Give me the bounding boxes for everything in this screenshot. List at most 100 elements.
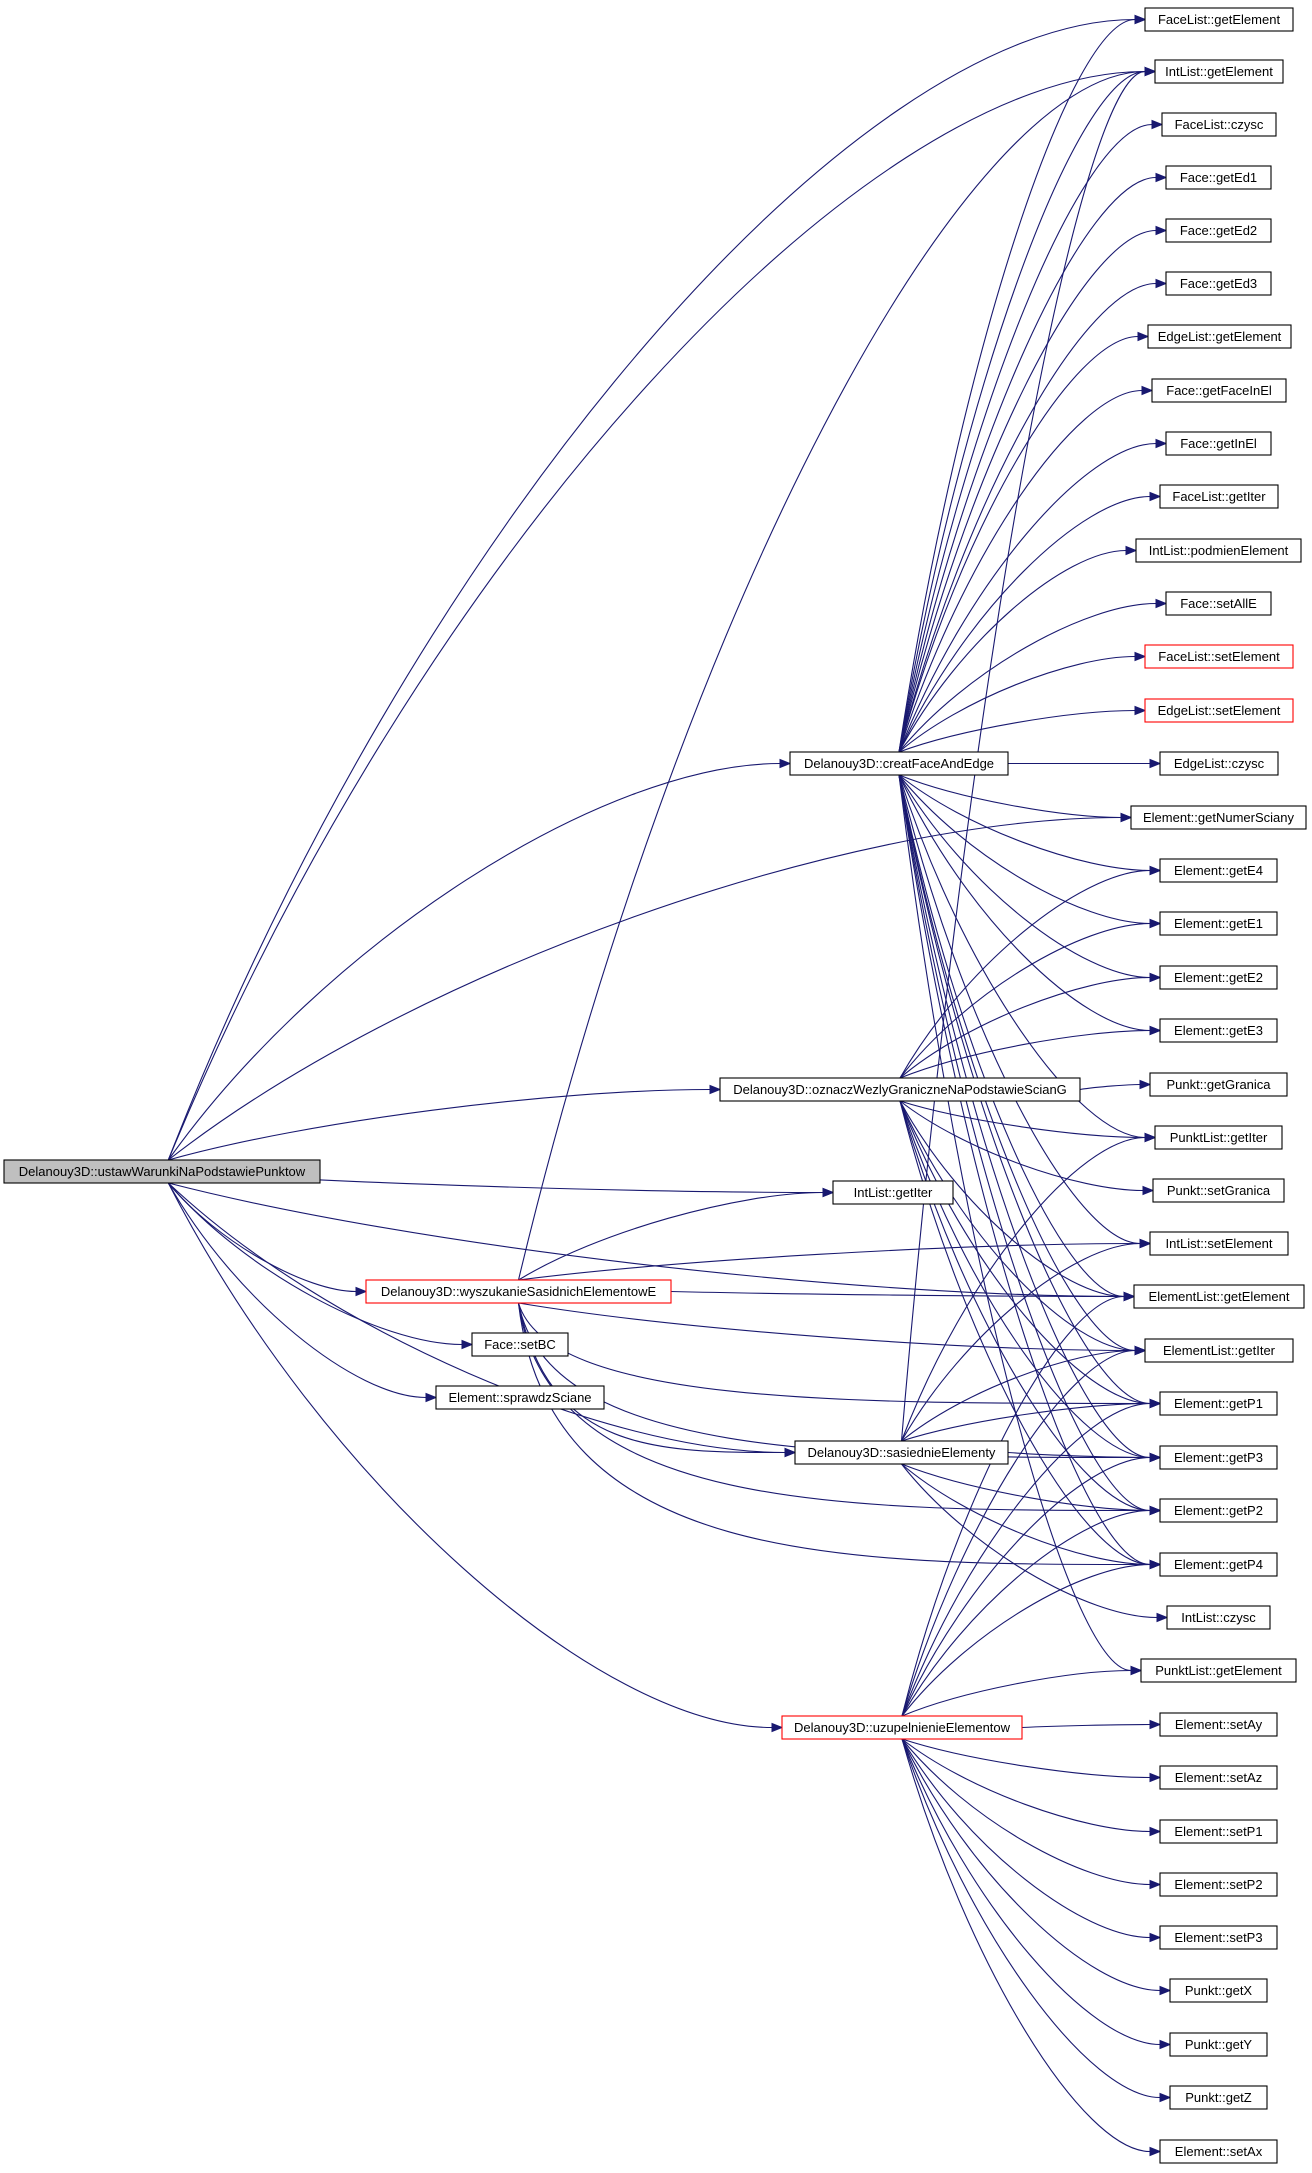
node-box-punkt_setgranica: [1152, 1178, 1285, 1203]
node-box-punkt_getz: [1169, 2085, 1268, 2110]
edge-sasiednie-to-elem_getp3: [1007, 1451, 1151, 1459]
node-elementlist_getiter[interactable]: ElementList::getIter: [1144, 1338, 1294, 1363]
node-elementlist_getelement[interactable]: ElementList::getElement: [1133, 1284, 1305, 1309]
node-box-elem_setaz: [1159, 1765, 1278, 1790]
node-intlist_getelement[interactable]: IntList::getElement: [1154, 59, 1284, 84]
arrowhead-wyszuk-to-sasiednie: [784, 1447, 797, 1458]
arrowhead-uzupel-to-elementlist_getiter: [1134, 1345, 1147, 1356]
node-punktlist_getelement[interactable]: PunktList::getElement: [1140, 1658, 1297, 1683]
node-punkt_setgranica[interactable]: Punkt::setGranica: [1152, 1178, 1285, 1203]
arrowhead-sasiednie-to-intlist_setelement: [1139, 1238, 1152, 1249]
arrowhead-creat-to-face_getfaceinel: [1141, 385, 1154, 396]
arrowhead-oznacz-to-elem_gete3: [1149, 1025, 1162, 1036]
edge-creat-to-elem_gete3: [898, 774, 1151, 1032]
arrowhead-creat-to-face_setalle: [1155, 598, 1168, 609]
node-elem_setaz[interactable]: Element::setAz: [1159, 1765, 1278, 1790]
edge-uzupel-to-elementlist_getiter: [901, 1349, 1136, 1717]
node-box-elem_setay: [1159, 1712, 1278, 1737]
node-box-elem_gete1: [1159, 911, 1278, 936]
edge-creat-to-face_geted3: [898, 282, 1157, 753]
edge-creat-to-elem_getp2: [898, 774, 1151, 1512]
node-facelist_getiter[interactable]: FaceList::getIter: [1159, 484, 1279, 509]
node-elem_sprawdz[interactable]: Element::sprawdzSciane: [435, 1385, 605, 1410]
edge-uzupel-to-elem_getp2: [901, 1509, 1151, 1717]
arrowhead-root-to-elem_sprawdz: [425, 1392, 438, 1403]
node-facelist_setelement[interactable]: FaceList::setElement: [1144, 644, 1294, 669]
node-elem_setp2[interactable]: Element::setP2: [1159, 1872, 1278, 1897]
node-face_getfaceinel[interactable]: Face::getFaceInEl: [1151, 378, 1287, 403]
node-face_geted3[interactable]: Face::getEd3: [1165, 271, 1272, 296]
node-uzupel[interactable]: Delanouy3D::uzupelnienieElementow: [781, 1715, 1023, 1740]
node-box-elem_gete3: [1159, 1018, 1278, 1043]
node-box-face_setbc: [471, 1332, 569, 1357]
edge-wyszuk-to-sasiednie: [517, 1302, 786, 1454]
node-label-wyszuk: Delanouy3D::wyszukanieSasidnichElementow…: [381, 1284, 657, 1299]
node-elem_getp4[interactable]: Element::getP4: [1159, 1552, 1278, 1577]
node-face_setbc[interactable]: Face::setBC: [471, 1332, 569, 1357]
node-elem_setp3[interactable]: Element::setP3: [1159, 1925, 1278, 1950]
node-label-facelist_setelement: FaceList::setElement: [1158, 649, 1280, 664]
node-elem_setay[interactable]: Element::setAy: [1159, 1712, 1278, 1737]
node-punkt_getgranica[interactable]: Punkt::getGranica: [1149, 1072, 1288, 1097]
node-elem_getp1[interactable]: Element::getP1: [1159, 1391, 1278, 1416]
node-facelist_czysc[interactable]: FaceList::czysc: [1161, 112, 1277, 137]
arrowhead-uzupel-to-elementlist_getelement: [1123, 1291, 1136, 1302]
node-label-elem_getp3: Element::getP3: [1174, 1450, 1263, 1465]
node-creat[interactable]: Delanouy3D::creatFaceAndEdge: [789, 751, 1009, 776]
edge-root-to-creat: [167, 762, 781, 1161]
edge-wyszuk-to-elem_getp1: [517, 1302, 1151, 1405]
arrowhead-wyszuk-to-intlist_getiter: [822, 1187, 835, 1198]
edge-oznacz-to-elementlist_getelement: [899, 1100, 1125, 1298]
edge-uzupel-to-punkt_getx: [901, 1738, 1161, 1992]
node-box-elementlist_getelement: [1133, 1284, 1305, 1309]
node-intlist_getiter[interactable]: IntList::getIter: [832, 1180, 954, 1205]
node-face_getinel[interactable]: Face::getInEl: [1165, 431, 1272, 456]
node-edgelist_setelement[interactable]: EdgeList::setElement: [1144, 698, 1294, 723]
edge-creat-to-elem_getp4: [898, 774, 1151, 1566]
node-label-elem_getp2: Element::getP2: [1174, 1503, 1263, 1518]
node-box-punkt_getx: [1169, 1978, 1268, 2003]
node-box-elem_getp2: [1159, 1498, 1278, 1523]
node-root[interactable]: Delanouy3D::ustawWarunkiNaPodstawiePunkt…: [3, 1159, 321, 1184]
node-label-face_geted1: Face::getEd1: [1180, 170, 1257, 185]
node-elem_getp2[interactable]: Element::getP2: [1159, 1498, 1278, 1523]
node-label-elem_setp2: Element::setP2: [1174, 1877, 1262, 1892]
node-elem_gete4[interactable]: Element::getE4: [1159, 858, 1278, 883]
node-elem_getp3[interactable]: Element::getP3: [1159, 1445, 1278, 1470]
edge-uzupel-to-elem_setax: [901, 1738, 1151, 2153]
node-facelist_getelement[interactable]: FaceList::getElement: [1144, 7, 1294, 32]
node-elem_gete3[interactable]: Element::getE3: [1159, 1018, 1278, 1043]
node-punkt_gety[interactable]: Punkt::getY: [1169, 2032, 1268, 2057]
node-wyszuk[interactable]: Delanouy3D::wyszukanieSasidnichElementow…: [365, 1279, 672, 1304]
node-edgelist_czysc[interactable]: EdgeList::czysc: [1159, 751, 1279, 776]
node-face_geted1[interactable]: Face::getEd1: [1165, 165, 1272, 190]
node-intlist_podmien[interactable]: IntList::podmienElement: [1135, 538, 1302, 563]
arrowhead-root-to-wyszuk: [355, 1286, 368, 1297]
node-elem_getnumersciany[interactable]: Element::getNumerSciany: [1130, 805, 1307, 830]
node-elem_gete1[interactable]: Element::getE1: [1159, 911, 1278, 936]
node-box-face_geted2: [1165, 218, 1272, 243]
node-intlist_czysc[interactable]: IntList::czysc: [1166, 1605, 1271, 1630]
node-punktlist_getiter[interactable]: PunktList::getIter: [1154, 1125, 1283, 1150]
node-punkt_getz[interactable]: Punkt::getZ: [1169, 2085, 1268, 2110]
node-oznacz[interactable]: Delanouy3D::oznaczWezlyGraniczneNaPodsta…: [719, 1077, 1081, 1102]
edge-wyszuk-to-intlist_getiter: [518, 1191, 824, 1281]
node-edgelist_getelement[interactable]: EdgeList::getElement: [1147, 324, 1292, 349]
edge-creat-to-elem_gete4: [898, 774, 1151, 872]
arrowhead-creat-to-edgelist_getelement: [1137, 331, 1150, 342]
node-elem_setp1[interactable]: Element::setP1: [1159, 1819, 1278, 1844]
edge-sasiednie-to-elem_getp4: [901, 1463, 1151, 1566]
node-elem_setax[interactable]: Element::setAx: [1159, 2139, 1278, 2164]
node-punkt_getx[interactable]: Punkt::getX: [1169, 1978, 1268, 2003]
node-box-intlist_czysc: [1166, 1605, 1271, 1630]
edge-creat-to-facelist_setelement: [898, 655, 1136, 753]
node-intlist_setelement[interactable]: IntList::setElement: [1149, 1231, 1289, 1256]
node-label-facelist_getelement: FaceList::getElement: [1158, 12, 1281, 27]
node-box-face_setalle: [1165, 591, 1272, 616]
arrowhead-creat-to-edgelist_setelement: [1134, 705, 1147, 716]
node-elem_gete2[interactable]: Element::getE2: [1159, 965, 1278, 990]
node-sasiednie[interactable]: Delanouy3D::sasiednieElementy: [794, 1440, 1009, 1465]
node-face_setalle[interactable]: Face::setAllE: [1165, 591, 1272, 616]
node-face_geted2[interactable]: Face::getEd2: [1165, 218, 1272, 243]
